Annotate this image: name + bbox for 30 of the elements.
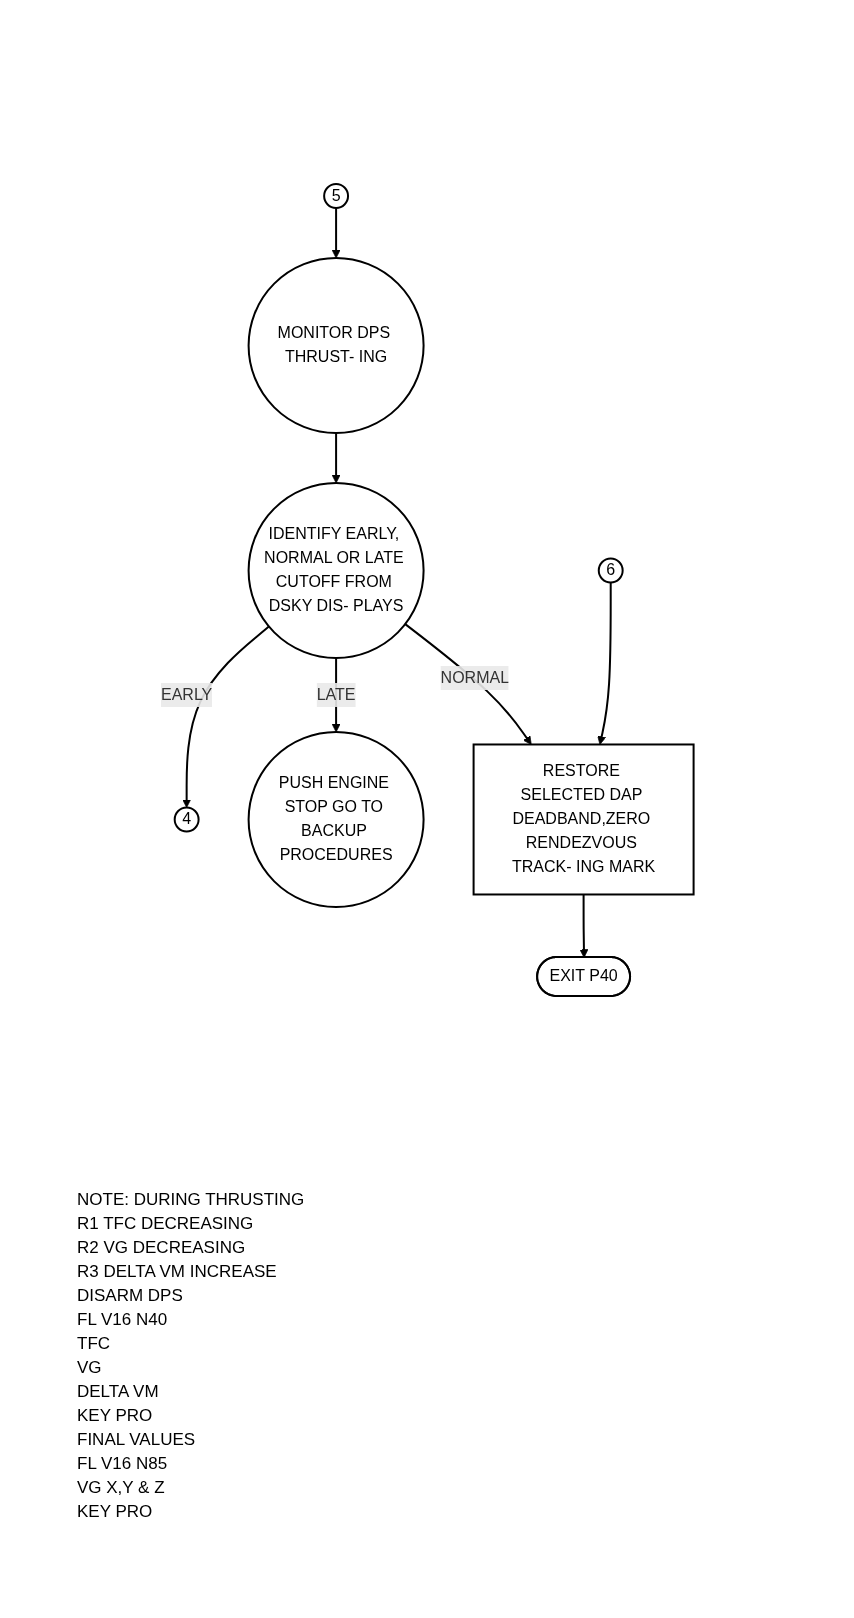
node-circle: PUSH ENGINE STOP GO TO BACKUP PROCEDURES xyxy=(247,731,425,908)
note-text: KEY PRO xyxy=(77,1502,153,1522)
note-text: KEY PRO xyxy=(77,1406,153,1426)
note-text: FL V16 N40 xyxy=(77,1310,168,1330)
node-box: RESTORE SELECTED DAP DEADBAND,ZERO RENDEZVOUS TRACK- ING MARK xyxy=(472,743,695,896)
edge-label: EARLY xyxy=(160,685,212,703)
note-text: R1 TFC DECREASING xyxy=(77,1214,254,1234)
note-text: FL V16 N85 xyxy=(77,1454,168,1474)
note-text: DELTA VM xyxy=(77,1382,159,1402)
node-circle: 6 xyxy=(597,557,624,584)
note-text: NOTE: DURING THRUSTING xyxy=(77,1190,305,1210)
arrow xyxy=(331,207,341,259)
note-text: VG X,Y & Z xyxy=(77,1478,165,1498)
node-circle: IDENTIFY EARLY, NORMAL OR LATE CUTOFF FROM DSKY DIS- PLAYS xyxy=(247,482,425,659)
arrow xyxy=(403,623,532,745)
note-text: VG xyxy=(77,1358,102,1378)
note-text: FINAL VALUES xyxy=(77,1430,196,1450)
note-text: TFC xyxy=(77,1334,111,1354)
node-circle: 4 xyxy=(173,806,200,833)
arrow xyxy=(331,432,341,484)
arrow xyxy=(579,893,589,958)
note-text: DISARM DPS xyxy=(77,1286,183,1306)
edge-label: LATE xyxy=(316,685,356,703)
arrow xyxy=(181,625,270,808)
node-circle: MONITOR DPS THRUST- ING xyxy=(247,257,425,434)
node-circle: 5 xyxy=(322,183,349,209)
edge-label: NORMAL xyxy=(440,669,509,687)
arrow xyxy=(597,581,612,745)
note-text: R2 VG DECREASING xyxy=(77,1238,246,1258)
note-text: R3 DELTA VM INCREASE xyxy=(77,1262,277,1282)
